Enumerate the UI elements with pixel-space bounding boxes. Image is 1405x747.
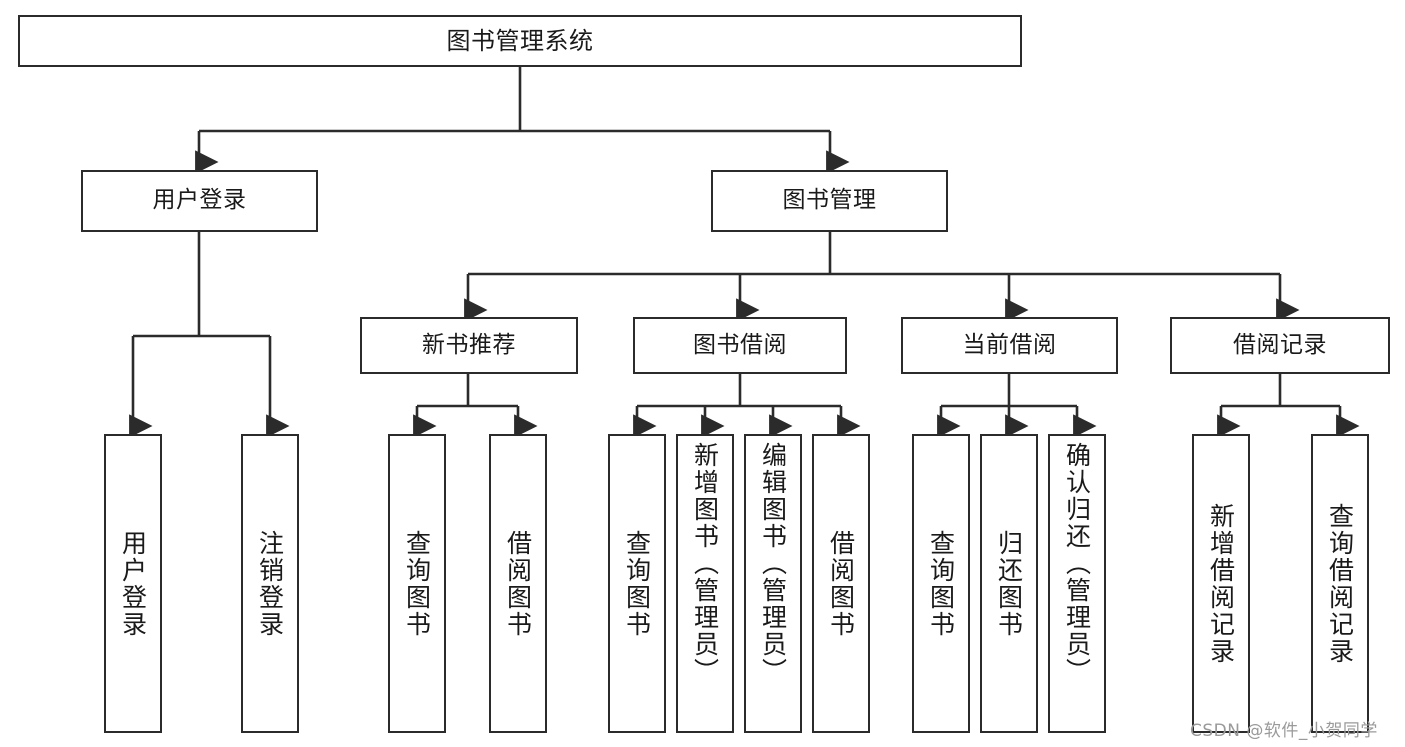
node-leaf-borrow-book-2-label: 借阅图书 <box>826 529 856 638</box>
node-book-manage-label: 图书管理 <box>782 187 877 214</box>
node-root[interactable]: 图书管理系统 <box>18 15 1022 67</box>
node-leaf-edit-book[interactable]: 编辑图书（管理员） <box>744 434 802 733</box>
node-leaf-confirm-return-label: 确认归还（管理员） <box>1062 442 1092 685</box>
node-new-book-recommend[interactable]: 新书推荐 <box>360 317 578 374</box>
node-leaf-query-record-label: 查询借阅记录 <box>1325 502 1355 665</box>
node-leaf-user-login[interactable]: 用户登录 <box>104 434 162 733</box>
node-leaf-return-book-label: 归还图书 <box>994 529 1024 638</box>
node-leaf-add-book[interactable]: 新增图书（管理员） <box>676 434 734 733</box>
node-leaf-return-book[interactable]: 归还图书 <box>980 434 1038 733</box>
node-leaf-borrow-book-2[interactable]: 借阅图书 <box>812 434 870 733</box>
node-leaf-borrow-book-1[interactable]: 借阅图书 <box>489 434 547 733</box>
node-leaf-logout-login[interactable]: 注销登录 <box>241 434 299 733</box>
node-user-login-label: 用户登录 <box>152 187 247 214</box>
node-leaf-add-record[interactable]: 新增借阅记录 <box>1192 434 1250 733</box>
node-leaf-confirm-return[interactable]: 确认归还（管理员） <box>1048 434 1106 733</box>
node-leaf-query-book-2[interactable]: 查询图书 <box>608 434 666 733</box>
node-leaf-query-book-1[interactable]: 查询图书 <box>388 434 446 733</box>
node-leaf-query-book-3-label: 查询图书 <box>926 529 956 638</box>
node-leaf-query-book-1-label: 查询图书 <box>402 529 432 638</box>
node-borrow-record[interactable]: 借阅记录 <box>1170 317 1390 374</box>
node-current-borrow[interactable]: 当前借阅 <box>901 317 1118 374</box>
node-current-borrow-label: 当前借阅 <box>962 331 1057 358</box>
node-book-borrow[interactable]: 图书借阅 <box>633 317 847 374</box>
node-leaf-user-login-label: 用户登录 <box>118 529 148 638</box>
node-leaf-query-book-3[interactable]: 查询图书 <box>912 434 970 733</box>
node-leaf-query-book-2-label: 查询图书 <box>622 529 652 638</box>
node-borrow-record-label: 借阅记录 <box>1233 331 1327 358</box>
node-book-borrow-label: 图书借阅 <box>693 331 787 358</box>
node-leaf-query-record[interactable]: 查询借阅记录 <box>1311 434 1369 733</box>
node-leaf-add-book-label: 新增图书（管理员） <box>690 442 720 685</box>
node-leaf-borrow-book-1-label: 借阅图书 <box>503 529 533 638</box>
node-leaf-edit-book-label: 编辑图书（管理员） <box>758 442 788 685</box>
node-leaf-add-record-label: 新增借阅记录 <box>1206 502 1236 665</box>
node-leaf-logout-login-label: 注销登录 <box>255 529 285 638</box>
csdn-watermark: CSDN @软件_小贺同学 <box>1190 721 1378 741</box>
node-new-book-recommend-label: 新书推荐 <box>422 331 516 358</box>
node-user-login[interactable]: 用户登录 <box>81 170 318 232</box>
node-root-label: 图书管理系统 <box>446 26 594 55</box>
node-book-manage[interactable]: 图书管理 <box>711 170 948 232</box>
